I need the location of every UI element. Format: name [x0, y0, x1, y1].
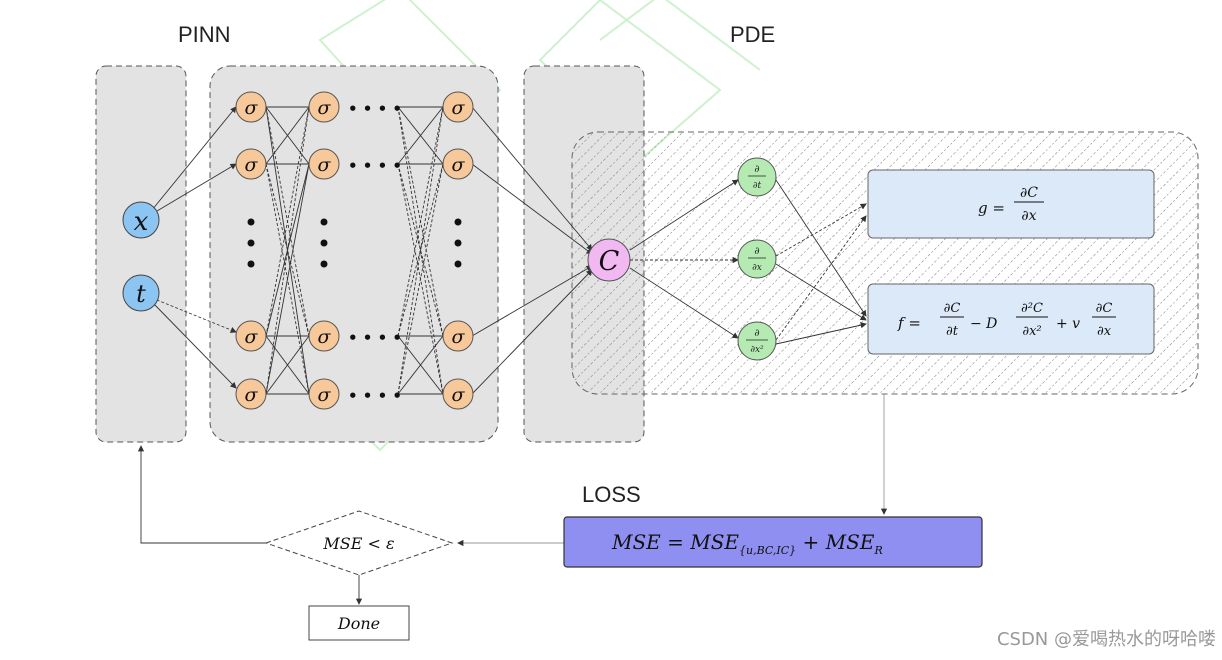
- input-node-t: t: [122, 274, 160, 312]
- svg-text:∂: ∂: [754, 328, 759, 339]
- svg-text:g =: g =: [978, 199, 1005, 217]
- input-panel: [95, 65, 187, 443]
- svg-text:∂C: ∂C: [944, 301, 961, 316]
- svg-text:σ: σ: [318, 97, 332, 119]
- decision-label: MSE < ε: [322, 534, 394, 553]
- sigma-node: σ: [235, 320, 267, 352]
- svg-text:σ: σ: [245, 97, 259, 119]
- svg-text:MSE = MSE{u,BC,IC} + MSER: MSE = MSE{u,BC,IC} + MSER: [611, 530, 883, 557]
- svg-text:• • • •: • • • •: [348, 387, 402, 405]
- sigma-node: σ: [235, 378, 267, 410]
- sigma-node: σ: [442, 320, 474, 352]
- svg-text:∂²C: ∂²C: [1021, 301, 1043, 316]
- vertical-ellipsis: [247, 218, 462, 268]
- svg-text:σ: σ: [245, 326, 259, 348]
- derivative-node-dt: ∂ ∂t: [737, 157, 777, 197]
- svg-text:∂x: ∂x: [1097, 324, 1112, 339]
- output-label: C: [599, 246, 620, 277]
- equation-g-box: g = ∂C ∂x: [867, 169, 1155, 239]
- equation-f-box: f = ∂C ∂t − D ∂²C ∂x² + v ∂C ∂x: [867, 283, 1155, 355]
- sigma-node: σ: [235, 91, 267, 123]
- sigma-node: σ: [308, 148, 340, 180]
- svg-text:σ: σ: [318, 154, 332, 176]
- csdn-watermark: CSDN @爱喝热水的呀哈喽: [997, 629, 1216, 650]
- sigma-node: σ: [308, 91, 340, 123]
- svg-text:∂C: ∂C: [1020, 185, 1038, 201]
- hidden-nodes: σ σ σ σ σ σ σ σ σ σ σ σ: [235, 91, 474, 410]
- input-node-x: x: [122, 201, 160, 239]
- done-label: Done: [337, 614, 380, 633]
- svg-text:• • • •: • • • •: [348, 329, 402, 347]
- svg-text:σ: σ: [318, 384, 332, 406]
- svg-text:σ: σ: [245, 384, 259, 406]
- input-t-label: t: [136, 280, 146, 308]
- svg-text:∂x: ∂x: [752, 263, 762, 273]
- svg-text:+ v: + v: [1056, 316, 1080, 332]
- svg-text:f =: f =: [897, 314, 921, 332]
- derivative-node-dx2: ∂ ∂x²: [737, 321, 777, 361]
- svg-text:σ: σ: [452, 384, 466, 406]
- loss-box: MSE = MSE{u,BC,IC} + MSER: [563, 516, 983, 568]
- sigma-node: σ: [442, 148, 474, 180]
- horizontal-ellipsis: • • • • • • • • • • • • • • • •: [348, 100, 402, 405]
- output-node-c: C: [587, 238, 631, 282]
- svg-text:∂x: ∂x: [1021, 208, 1036, 224]
- hidden-layers-panel: [209, 65, 499, 443]
- svg-text:σ: σ: [245, 154, 259, 176]
- derivative-node-dx: ∂ ∂x: [737, 239, 777, 279]
- svg-text:σ: σ: [452, 97, 466, 119]
- svg-text:∂t: ∂t: [753, 181, 762, 191]
- sigma-node: σ: [442, 91, 474, 123]
- svg-text:∂x²: ∂x²: [1022, 324, 1041, 339]
- decision-diamond: MSE < ε: [264, 510, 454, 576]
- sigma-node: σ: [442, 378, 474, 410]
- svg-text:∂t: ∂t: [946, 324, 959, 339]
- svg-text:∂: ∂: [754, 246, 759, 257]
- svg-text:• • • •: • • • •: [348, 157, 402, 175]
- svg-text:− D: − D: [970, 316, 997, 332]
- svg-text:∂C: ∂C: [1096, 301, 1113, 316]
- svg-text:• • • •: • • • •: [348, 100, 402, 118]
- svg-text:σ: σ: [318, 326, 332, 348]
- sigma-node: σ: [308, 378, 340, 410]
- pinn-label: PINN: [178, 22, 231, 47]
- svg-text:∂x²: ∂x²: [750, 345, 764, 355]
- svg-text:σ: σ: [452, 326, 466, 348]
- network-connections: [137, 106, 888, 605]
- done-box: Done: [308, 605, 410, 641]
- svg-text:σ: σ: [452, 154, 466, 176]
- sigma-node: σ: [308, 320, 340, 352]
- input-x-label: x: [134, 207, 149, 237]
- loss-label: LOSS: [582, 482, 641, 507]
- svg-text:∂: ∂: [754, 164, 759, 175]
- sigma-node: σ: [235, 148, 267, 180]
- pde-label: PDE: [730, 22, 775, 47]
